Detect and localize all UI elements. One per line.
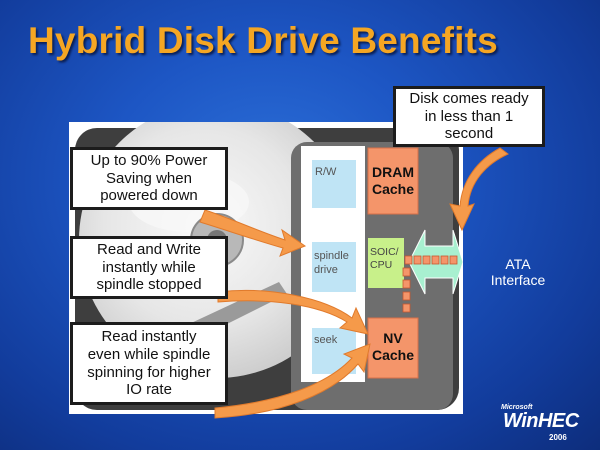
callout-power-saving-text: Up to 90% Power Saving when powered down (90, 151, 208, 205)
ata-interface-label: ATA Interface (488, 256, 548, 288)
rw-block (312, 160, 356, 208)
soic-cpu-block (368, 238, 404, 288)
callout-disk-ready: Disk comes ready in less than 1 second (393, 86, 545, 147)
callout-read-instantly-text: Read instantly even while spindle spinni… (87, 328, 211, 399)
slide-title: Hybrid Disk Drive Benefits (28, 20, 498, 61)
dram-cache-label: DRAM Cache (371, 164, 415, 197)
callout-read-write-text: Read and Write instantly while spindle s… (96, 240, 202, 294)
callout-read-instantly: Read instantly even while spindle spinni… (70, 322, 228, 405)
data-path-dots (402, 255, 458, 313)
logo-winhec: WinHEC (503, 410, 579, 432)
callout-disk-ready-text: Disk comes ready in less than 1 second (409, 89, 529, 143)
ata-label: ATA (505, 256, 531, 272)
nv-cache-label: NV Cache (371, 330, 415, 363)
seek-label: seek (314, 334, 338, 346)
logo-year: 2006 (549, 433, 567, 442)
spindle-drive-block (312, 242, 356, 292)
rw-label: R/W (315, 166, 337, 178)
interface-label: Interface (490, 272, 546, 289)
soic-cpu-label: SOIC/ CPU (370, 246, 399, 272)
callout-power-saving: Up to 90% Power Saving when powered down (70, 147, 228, 210)
winhec-logo: Microsoft WinHEC 2006 (497, 404, 579, 444)
callout-read-write: Read and Write instantly while spindle s… (70, 236, 228, 299)
spindle-drive-label: spindle drive (314, 250, 349, 276)
logo-microsoft: Microsoft (501, 404, 533, 411)
dram-cache-block (367, 147, 419, 215)
